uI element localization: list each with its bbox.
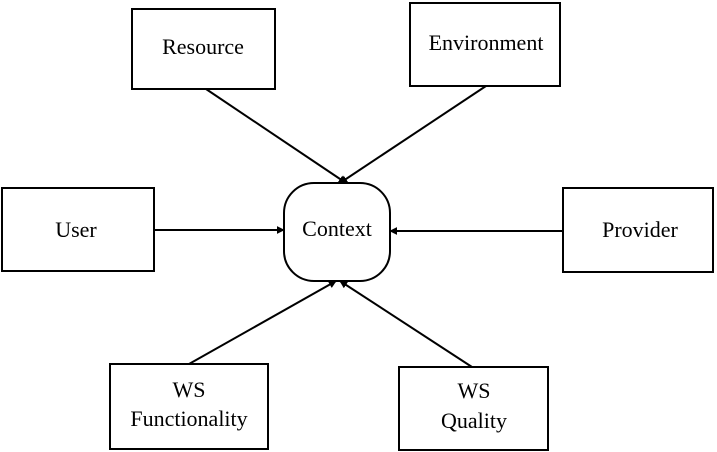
ws-functionality-box [109,363,269,450]
user-node: User [1,187,155,272]
ws-functionality-label-line2: Functionality [130,406,247,431]
provider-node: Provider [562,187,714,273]
ws-quality-label-line1: WS [458,378,491,403]
provider-label: Provider [602,217,678,242]
ws-quality-box [398,366,549,451]
ws-functionality-label-line1: WS [173,377,206,402]
arrow-resource-to-context [205,88,347,184]
resource-label: Resource [162,34,244,59]
resource-box [131,8,276,90]
user-box [1,187,155,272]
ws-quality-label-line2: Quality [441,408,507,433]
arrow-ws-quality-to-context [339,280,473,368]
context-shape [283,182,391,282]
context-node: Context [283,182,391,282]
provider-box [562,187,714,273]
environment-box [409,2,561,87]
ws-functionality-node: WS Functionality [109,363,269,450]
user-label: User [55,217,97,242]
resource-node: Resource [131,8,276,90]
arrow-environment-to-context [339,85,487,184]
ws-quality-node: WS Quality [398,366,549,451]
environment-node: Environment [409,2,561,87]
arrow-ws-functionality-to-context [188,280,337,365]
context-label: Context [302,216,372,241]
arrows [154,85,563,368]
environment-label: Environment [429,30,544,55]
